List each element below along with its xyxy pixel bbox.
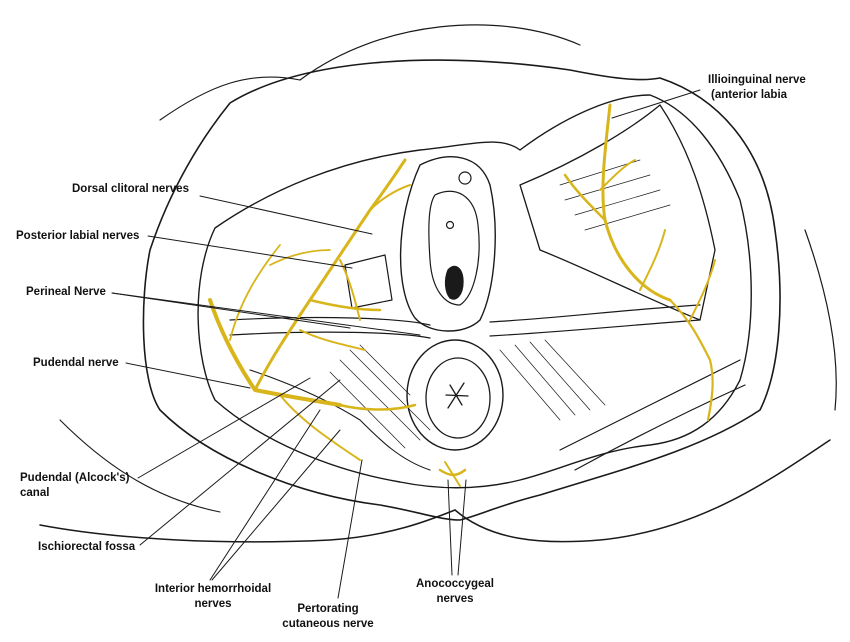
right-buttock-curve	[454, 439, 831, 543]
left-buttock-curve	[39, 509, 456, 543]
external-sphincter	[406, 339, 504, 451]
label-anococcygeal-nerves-sub: nerves	[436, 593, 474, 605]
urethral-opening	[445, 220, 455, 230]
label-ilioinguinal-nerve-sub: (anterior labia	[711, 89, 788, 101]
label-pudendal-canal: Pudendal (Alcock's)	[20, 472, 130, 484]
label-pudendal-canal-sub: canal	[20, 487, 50, 499]
label-perforating-cutaneous-nerve: Pertorating	[297, 603, 359, 615]
labia-outline	[399, 156, 496, 332]
anococcygeal-nerves	[438, 461, 467, 487]
label-pudendal-nerve: Pudendal nerve	[33, 357, 119, 369]
clitoris	[458, 171, 472, 185]
urogenital-diaphragm-flap	[344, 254, 393, 309]
ilioinguinal-nerve	[563, 103, 716, 422]
label-perforating-cutaneous-nerve-sub: cutaneous nerve	[282, 618, 374, 630]
label-perineal-nerve: Perineal Nerve	[26, 286, 106, 298]
label-inferior-hemorrhoidal-nerves-sub: nerves	[194, 598, 232, 610]
gluteus-edge	[559, 359, 746, 471]
pudendal-nerve-left	[208, 158, 417, 461]
vestibule-outline	[428, 190, 480, 306]
mons-outline	[299, 24, 581, 81]
right-thigh-line	[804, 229, 837, 411]
inner-perineal-outline	[197, 94, 752, 489]
anal-opening	[445, 382, 469, 409]
reflected-skin-flap	[519, 104, 716, 321]
upper-skin-fold	[159, 76, 301, 121]
leader-lines	[111, 89, 701, 599]
label-posterior-labial-nerves: Posterior labial nerves	[16, 230, 140, 242]
label-dorsal-clitoral-nerves: Dorsal clitoral nerves	[72, 183, 189, 195]
label-ilioinguinal-nerve: Illioinguinal nerve	[708, 74, 806, 86]
label-inferior-hemorrhoidal-nerves: Interior hemorrhoidal	[154, 583, 272, 595]
ischiorectal-fossa-edge	[249, 369, 431, 471]
label-anococcygeal-nerves: Anococcygeal	[416, 578, 494, 590]
left-thigh-line	[59, 419, 221, 513]
internal-sphincter	[425, 357, 491, 439]
vaginal-opening	[444, 265, 464, 300]
label-ischiorectal-fossa: Ischiorectal fossa	[38, 541, 136, 553]
transverse-perineal-muscle	[229, 304, 701, 339]
outer-body-outline	[142, 59, 781, 521]
levator-ani-hatching	[329, 159, 671, 449]
